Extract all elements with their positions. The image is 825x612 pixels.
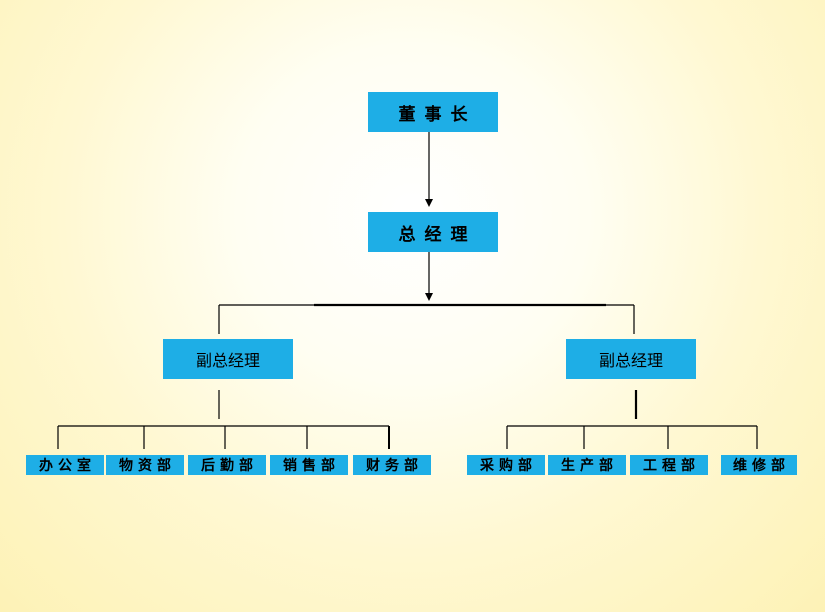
dept-materials-box: 物资部 xyxy=(106,455,184,475)
chairman-box: 董事长 xyxy=(368,92,498,132)
dept-logistics-box: 后勤部 xyxy=(188,455,266,475)
dept-finance-box: 财务部 xyxy=(353,455,431,475)
dept-office-box: 办公室 xyxy=(26,455,104,475)
dept-production-box: 生产部 xyxy=(548,455,626,475)
dept-sales-box: 销售部 xyxy=(270,455,348,475)
arrowhead-branch xyxy=(425,293,433,301)
deputy-gm-left-box: 副总经理 xyxy=(163,339,293,379)
dept-engineering-box: 工程部 xyxy=(630,455,708,475)
deputy-gm-right-box: 副总经理 xyxy=(566,339,696,379)
dept-purchasing-box: 采购部 xyxy=(467,455,545,475)
dept-maintenance-box: 维修部 xyxy=(721,455,797,475)
arrowhead-gm xyxy=(425,199,433,207)
general-manager-box: 总经理 xyxy=(368,212,498,252)
